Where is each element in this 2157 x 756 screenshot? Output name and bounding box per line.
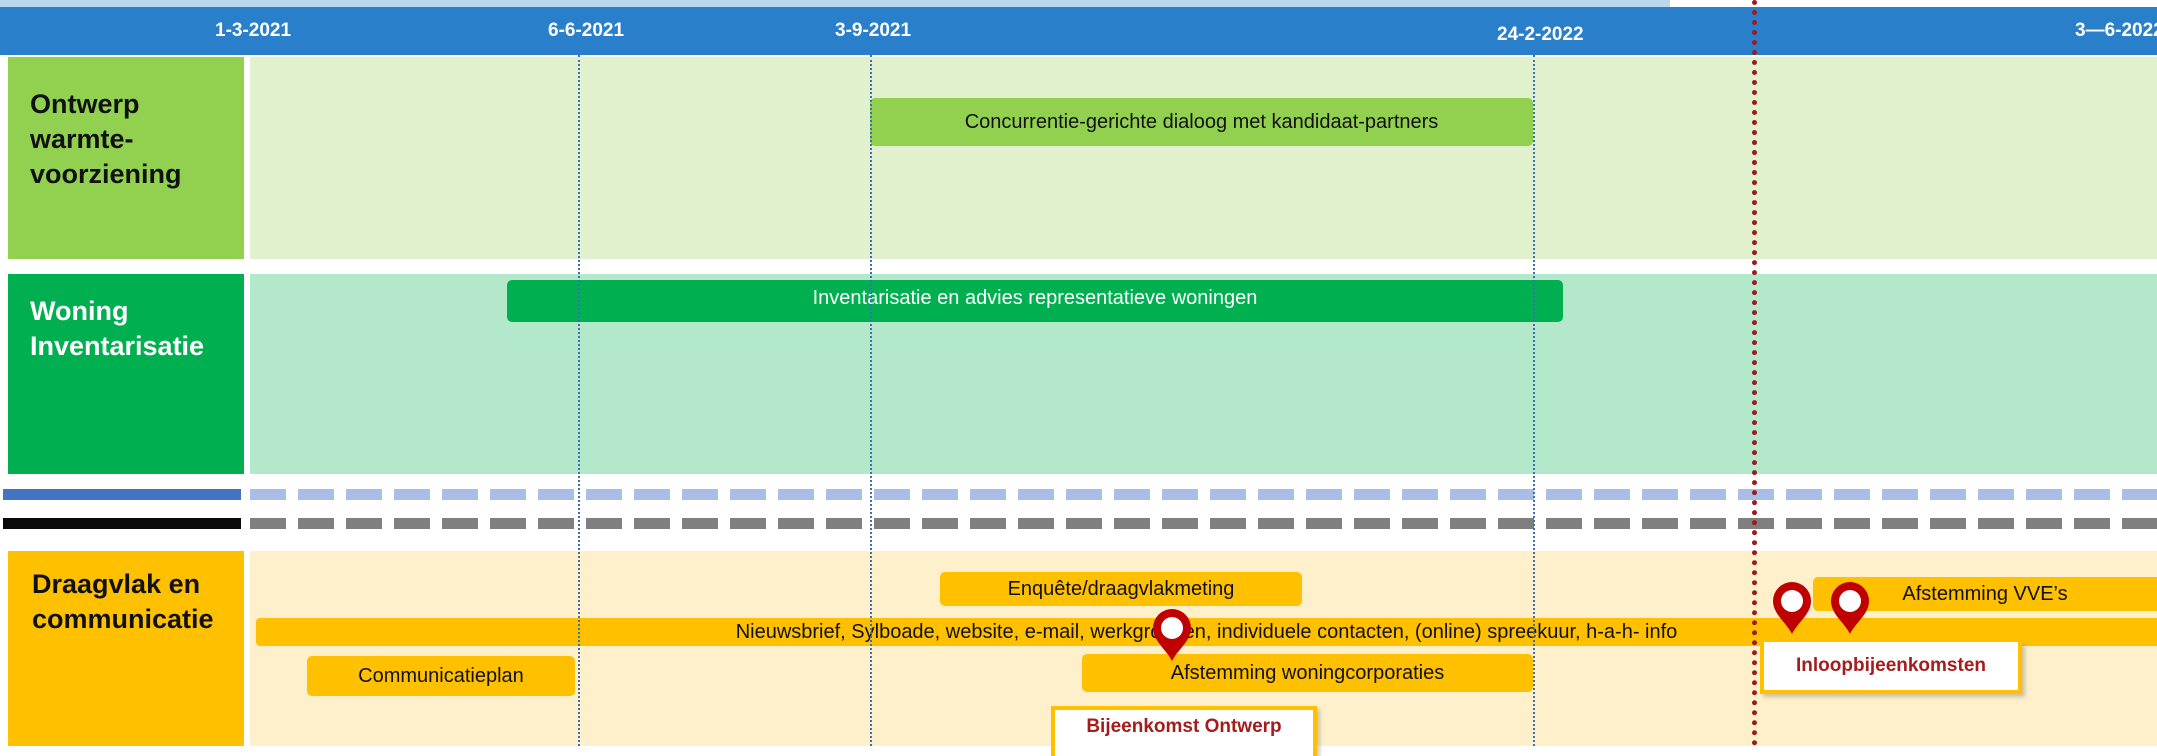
bar-communicatieplan[interactable]: Communicatieplan <box>307 656 575 696</box>
lane-label-line: Inventarisatie <box>30 331 205 361</box>
top-strip <box>0 0 1670 7</box>
date-label: 3-9-2021 <box>835 20 912 41</box>
separator-dashed-blue <box>250 489 2157 500</box>
separator-dashed-gray <box>250 518 2157 529</box>
timeline-header <box>0 7 2157 55</box>
date-label: 6-6-2021 <box>548 20 625 41</box>
lane-ontwerp <box>250 57 2157 259</box>
lane-label-line: voorziening <box>30 159 182 189</box>
date-guide-line <box>870 55 872 746</box>
separator-blue <box>3 489 241 500</box>
date-label: 3—6-2022 <box>2075 20 2157 41</box>
lane-label-woning: Woning Inventarisatie <box>8 274 244 474</box>
date-label: 1-3-2021 <box>215 20 292 41</box>
lane-label-line: Draagvlak en <box>32 569 201 599</box>
bar-dialoog[interactable]: Concurrentie-gerichte dialoog met kandid… <box>870 98 1533 146</box>
milestone-inloopbijeenkomsten[interactable]: Inloopbijeenkomsten <box>1760 642 2022 694</box>
lane-label-line: Ontwerp <box>30 89 140 119</box>
bar-woningcorporaties[interactable]: Afstemming woningcorporaties <box>1082 654 1533 692</box>
lane-label-line: communicatie <box>32 604 214 634</box>
separator-black <box>3 518 241 529</box>
lane-label-draagvlak: Draagvlak en communicatie <box>8 551 244 746</box>
lane-label-line: Woning <box>30 296 129 326</box>
map-pin-icon[interactable] <box>1150 609 1194 663</box>
bar-inventarisatie[interactable]: Inventarisatie en advies representatieve… <box>507 280 1563 322</box>
date-guide-line <box>1533 55 1535 746</box>
date-guide-line <box>578 55 580 746</box>
date-label: 24-2-2022 <box>1497 24 1584 45</box>
map-pin-icon[interactable] <box>1828 582 1872 636</box>
bar-enquete[interactable]: Enquête/draagvlakmeting <box>940 572 1302 606</box>
lane-label-ontwerp: Ontwerp warmte- voorziening <box>8 57 244 259</box>
map-pin-icon[interactable] <box>1770 582 1814 636</box>
bar-nieuwsbrief[interactable]: Nieuwsbrief, Sylboade, website, e-mail, … <box>256 618 2157 646</box>
lane-label-line: warmte- <box>30 124 134 154</box>
current-date-line <box>1752 0 1757 746</box>
bar-vve[interactable]: Afstemming VVE’s <box>1813 577 2157 611</box>
milestone-bijeenkomst-ontwerp[interactable]: Bijeenkomst Ontwerp <box>1051 706 1317 756</box>
